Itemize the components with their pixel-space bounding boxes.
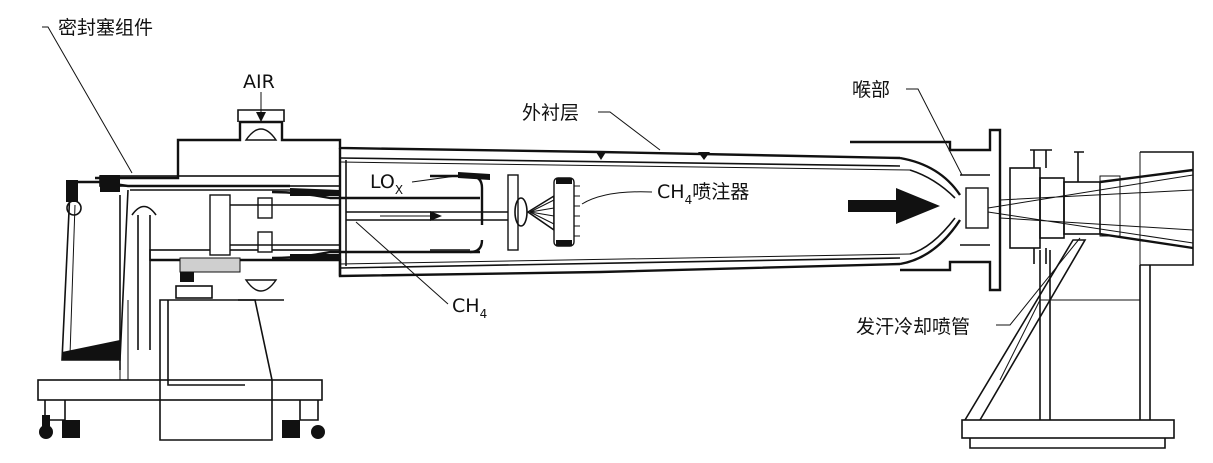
ch4-label: CH4 xyxy=(452,295,487,321)
ch4-injector-label: CH4喷注器 xyxy=(657,181,749,207)
lox-label: LOX xyxy=(370,171,403,197)
air-label: AIR xyxy=(243,71,275,93)
flow-direction-arrow xyxy=(848,188,940,224)
outer-liner-label: 外衬层 xyxy=(522,102,579,124)
right-support-stand xyxy=(961,239,1175,449)
labels: 密封塞组件 AIR 外衬层 喉部 LOX CH4喷注器 CH4 发汗冷却喷管 xyxy=(58,17,970,338)
throat-label: 喉部 xyxy=(852,79,890,101)
leader-lines xyxy=(42,26,1081,326)
injector-head-assembly xyxy=(66,109,580,301)
sweat-cooled-nozzle-label: 发汗冷却喷管 xyxy=(856,316,970,338)
throat-and-nozzle xyxy=(850,128,1194,292)
seal-plug-assembly-label: 密封塞组件 xyxy=(58,17,153,39)
combustion-chamber xyxy=(95,120,962,278)
left-support-stand xyxy=(37,189,325,441)
